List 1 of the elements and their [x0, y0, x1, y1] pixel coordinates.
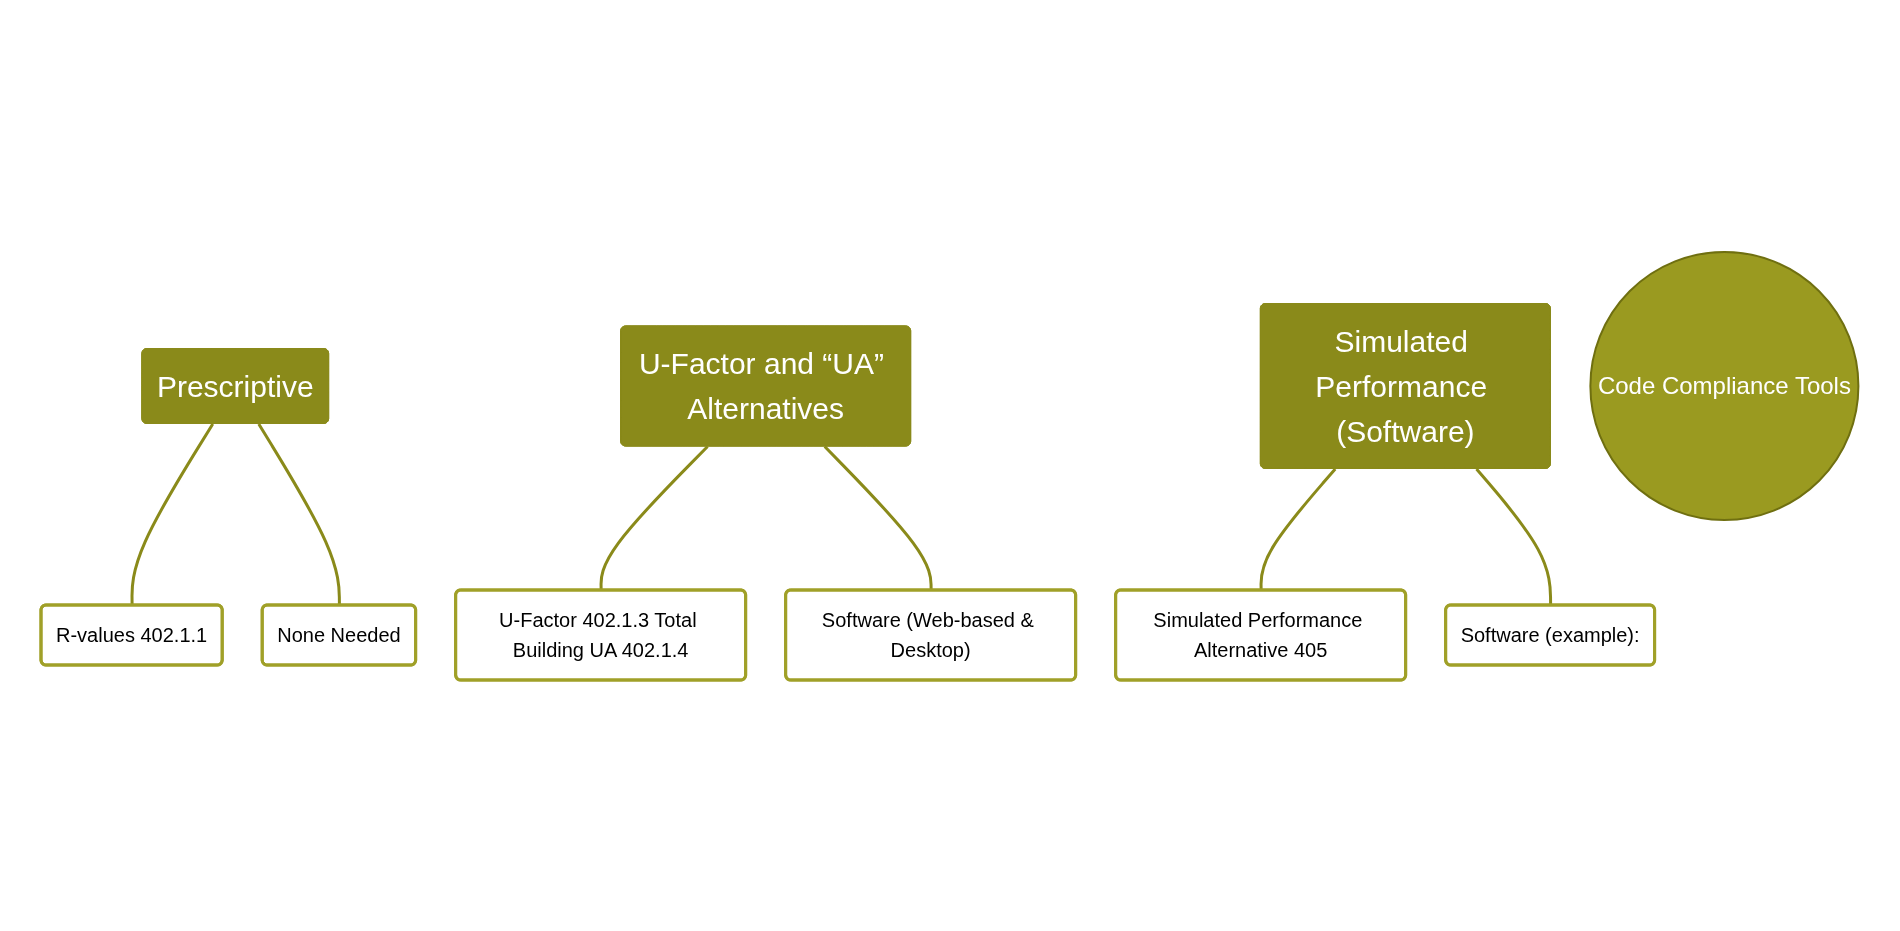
node-circle: Code Compliance Tools: [1589, 250, 1860, 521]
